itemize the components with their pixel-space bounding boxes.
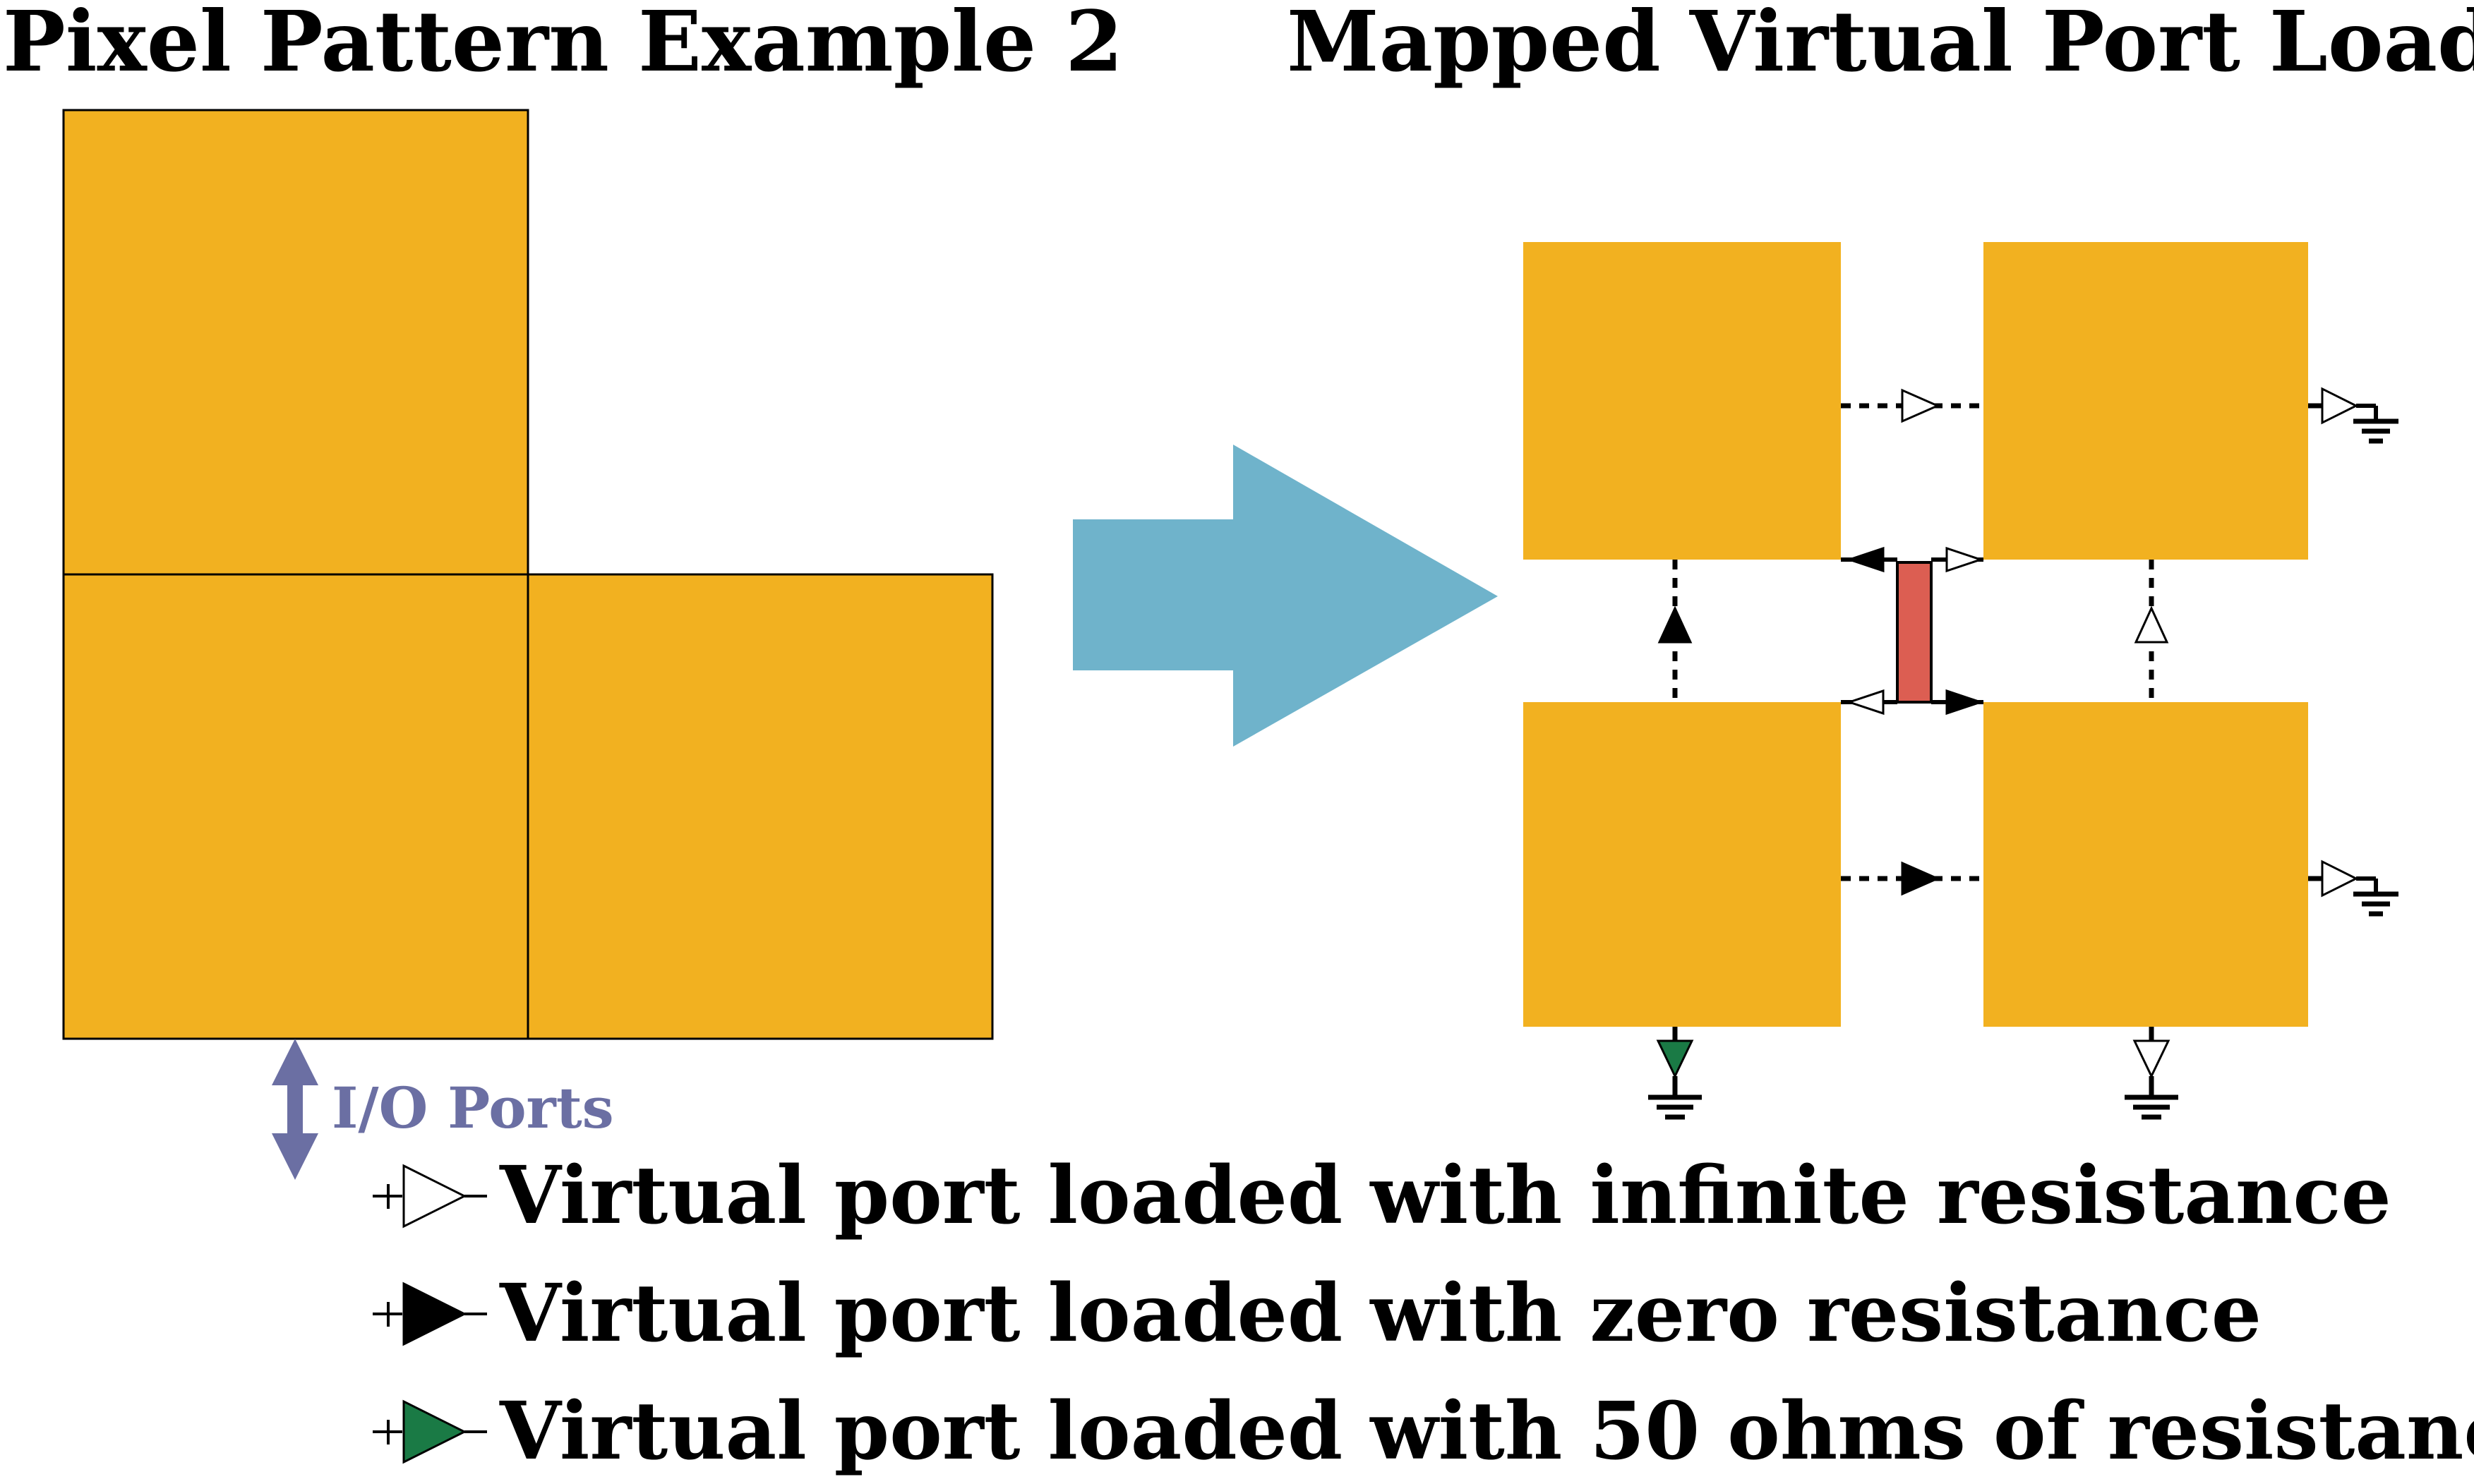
- mapping-arrow-icon: [1073, 445, 1498, 747]
- legend-zero-icon: [402, 1281, 467, 1346]
- mapped-pixel-top-left: [1523, 242, 1841, 560]
- bottom-edge-ports: [1648, 1027, 2178, 1117]
- port-markers: [1657, 388, 2169, 896]
- legend-item-zero: Virtual port loaded with zero resistance: [373, 1267, 2262, 1360]
- right-edge-ports: [2308, 387, 2398, 914]
- port-infinite-icon: [1901, 388, 1940, 423]
- legend-label-infinite: Virtual port loaded with infinite resist…: [499, 1150, 2391, 1242]
- resistor: [1841, 557, 1983, 704]
- port-zero-icon: [1901, 861, 1940, 896]
- legend-label-50-ohm: Virtual port loaded with 50 ohms of resi…: [499, 1385, 2474, 1478]
- mapped-pixels: [1523, 242, 2308, 1027]
- io-ports-arrow-icon: [272, 1039, 318, 1180]
- mapped-pixel-bottom-right: [1983, 702, 2308, 1027]
- port-zero-icon: [1657, 605, 1693, 644]
- right-title: Mapped Virtual Port Loads: [1287, 0, 2474, 90]
- pixel-pattern: [62, 109, 994, 1040]
- port-50-ohm-icon: [1656, 1039, 1694, 1079]
- mapped-pixel-bottom-left: [1523, 702, 1841, 1027]
- ground-icon: [2353, 406, 2398, 441]
- ground-icon: [2353, 879, 2398, 914]
- legend-item-50-ohm: Virtual port loaded with 50 ohms of resi…: [373, 1385, 2474, 1478]
- legend-50-ohm-icon: [402, 1399, 467, 1464]
- io-ports-label: I/O Ports: [332, 1075, 614, 1141]
- port-infinite-icon: [2321, 387, 2359, 425]
- legend-infinite-icon: [402, 1164, 467, 1229]
- pixel-bottom-left: [62, 573, 529, 1040]
- mapped-pixel-top-right: [1983, 242, 2308, 560]
- port-infinite-icon: [2132, 1039, 2170, 1079]
- ground-icon: [2125, 1076, 2178, 1117]
- virtual-port-connections: [1672, 403, 2154, 881]
- port-infinite-icon: [2134, 605, 2169, 644]
- port-zero-icon: [1945, 689, 1984, 716]
- legend: Virtual port loaded with infinite resist…: [373, 1150, 2474, 1478]
- left-title: Pixel Pattern Example 2: [3, 0, 1123, 90]
- pixel-bottom-right: [527, 573, 994, 1040]
- ground-icon: [1648, 1076, 1702, 1117]
- pixel-top-left: [62, 109, 529, 576]
- port-infinite-icon: [2321, 859, 2359, 898]
- port-infinite-icon: [1846, 689, 1885, 716]
- legend-label-zero: Virtual port loaded with zero resistance: [499, 1267, 2262, 1360]
- port-zero-icon: [1846, 546, 1885, 573]
- legend-item-infinite: Virtual port loaded with infinite resist…: [373, 1150, 2391, 1242]
- port-infinite-icon: [1945, 546, 1984, 573]
